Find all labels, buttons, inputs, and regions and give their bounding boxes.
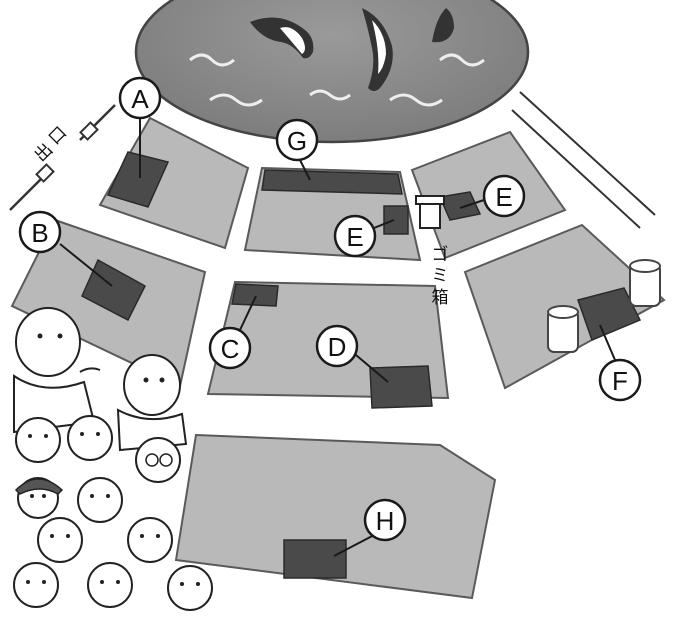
callout-e-right: E xyxy=(482,174,526,218)
dolphin-icon xyxy=(432,8,454,43)
callout-h: H xyxy=(363,498,407,542)
seat-block-a xyxy=(106,151,170,208)
trash-char: ミ xyxy=(432,266,449,286)
callout-a: A xyxy=(118,76,162,120)
trash-bin-icon xyxy=(415,195,445,229)
svg-text:A: A xyxy=(131,84,149,114)
dolphin-pool xyxy=(134,0,530,144)
section-row3 xyxy=(174,433,497,600)
trash-char: ゴ xyxy=(432,244,449,265)
person-icon xyxy=(87,562,133,608)
trash-label: ゴ ミ 箱 xyxy=(432,244,449,308)
svg-text:D: D xyxy=(328,332,347,362)
person-icon xyxy=(127,517,173,563)
trash-char: 箱 xyxy=(432,288,449,308)
svg-text:C: C xyxy=(221,334,240,364)
svg-text:F: F xyxy=(612,366,628,396)
callout-e-left: E xyxy=(333,214,377,258)
svg-text:H: H xyxy=(376,506,395,536)
svg-text:G: G xyxy=(287,126,307,156)
cap-icon xyxy=(14,478,64,495)
exit-line xyxy=(9,174,46,211)
svg-text:E: E xyxy=(346,222,363,252)
svg-text:B: B xyxy=(31,218,48,248)
callout-line-g xyxy=(299,159,311,181)
seat-block-d xyxy=(369,365,433,409)
callout-c: C xyxy=(208,326,252,370)
boundary-line xyxy=(519,91,656,216)
person-icon xyxy=(13,562,59,608)
callout-g: G xyxy=(275,118,319,162)
pillar-icon xyxy=(547,305,579,353)
callout-line-c xyxy=(239,295,257,331)
seat-block-e-right xyxy=(438,191,482,221)
callout-line-f xyxy=(599,324,616,361)
callout-f: F xyxy=(598,358,642,402)
exit-post xyxy=(79,121,99,141)
seat-block-h xyxy=(283,539,347,579)
callout-line-h xyxy=(333,533,377,557)
person-icon xyxy=(77,477,123,523)
seat-block-e-left xyxy=(383,205,409,235)
seat-block-f xyxy=(577,287,642,341)
seat-block-g xyxy=(261,169,403,195)
callout-lines xyxy=(59,118,616,557)
exit-char: 口 xyxy=(45,123,71,149)
person-icon xyxy=(67,415,113,461)
callout-line-e-right xyxy=(459,199,485,209)
boundary-line xyxy=(511,109,641,229)
person-icon xyxy=(37,517,83,563)
crowd-illustration xyxy=(13,307,213,611)
callout-line-e-left xyxy=(373,219,395,229)
person-icon xyxy=(167,565,213,611)
seat-block-c xyxy=(231,283,279,307)
pillar-icon xyxy=(629,259,661,307)
dolphin-icon xyxy=(362,8,393,91)
exit-label: 出 口 xyxy=(31,123,71,166)
person-icon xyxy=(15,307,81,377)
person-icon xyxy=(15,417,61,463)
person-icon xyxy=(123,354,181,416)
svg-text:E: E xyxy=(495,182,512,212)
callout-line-b xyxy=(59,243,113,287)
callout-d: D xyxy=(315,324,359,368)
exit-post xyxy=(35,163,55,183)
callout-b: B xyxy=(18,210,62,254)
callout-line-d xyxy=(349,349,389,383)
dolphin-icon xyxy=(250,17,314,59)
